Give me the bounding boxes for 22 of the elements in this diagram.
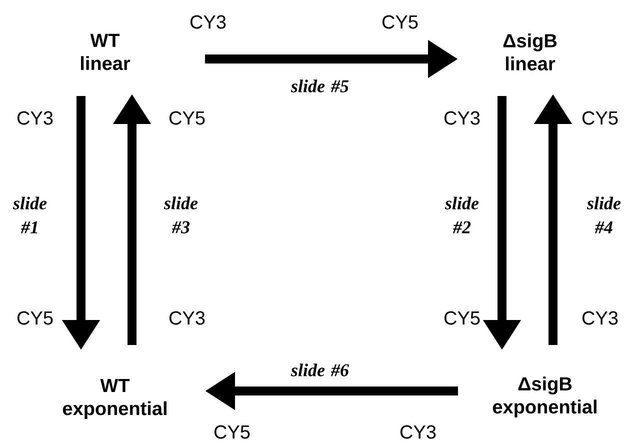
sample-label: ΔsigB linear [503, 34, 557, 70]
edge-label: slide #2 [444, 196, 479, 234]
sample-label: WT linear [81, 34, 130, 70]
edge-label: slide #3 [164, 196, 198, 234]
dye-label: CY5 [214, 425, 250, 439]
edge-label: slide #1 [12, 196, 47, 234]
dye-label: CY5 [382, 15, 418, 29]
edge-label: slide #6 [290, 364, 349, 376]
sample-label: WT exponential [62, 378, 166, 419]
dye-label: CY3 [169, 311, 205, 325]
dye-label: CY5 [582, 111, 618, 125]
dye-label: CY5 [444, 311, 480, 325]
edge-label: slide #4 [586, 196, 621, 234]
dye-label: CY5 [169, 111, 205, 125]
dye-label: CY3 [17, 111, 53, 125]
dye-label: CY3 [400, 425, 436, 439]
dye-label: CY3 [582, 311, 618, 325]
dye-label: CY5 [17, 311, 53, 325]
sample-label: ΔsigB exponential [492, 376, 596, 418]
dye-label: CY3 [444, 111, 480, 125]
dye-label: CY3 [190, 15, 226, 29]
edge-label: slide #5 [290, 80, 349, 92]
